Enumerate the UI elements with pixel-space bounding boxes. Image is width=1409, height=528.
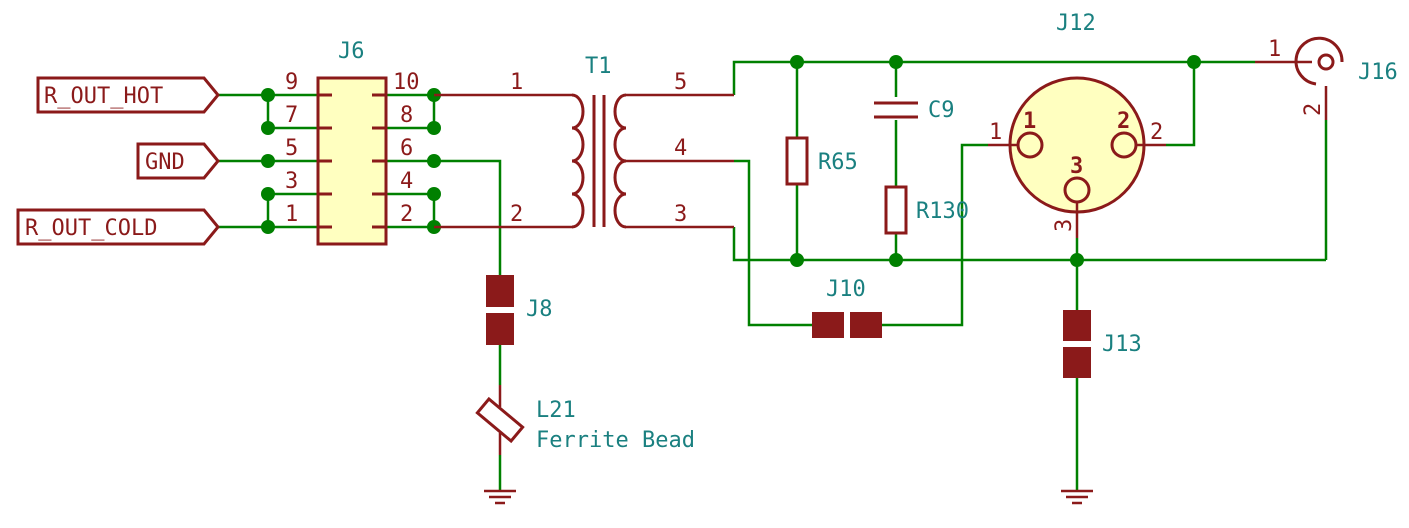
resistor-r130-body [884, 185, 908, 235]
ref-j6: J6 [338, 39, 365, 64]
jumper-j13-pad [1063, 347, 1091, 378]
junction-dot [427, 121, 441, 135]
coax-j16-center [1317, 53, 1335, 71]
transformer-t1-primary-leads [434, 93, 572, 229]
jumper-j13-pad [1063, 310, 1091, 341]
junction-dot [261, 121, 275, 135]
pin-number: 5 [285, 136, 298, 161]
ref-j8: J8 [526, 297, 553, 322]
junction-dot [261, 220, 275, 234]
pin-number: 5 [674, 70, 687, 95]
net-label-text: R_OUT_HOT [44, 84, 163, 109]
pin-number: 2 [1301, 103, 1326, 116]
jumper-j10-pad [812, 312, 844, 338]
net-label-text: GND [145, 150, 185, 175]
jumper-j10-pad [850, 312, 882, 338]
pin-number: 8 [400, 103, 413, 128]
junction-dot [261, 154, 275, 168]
junction-dot [261, 187, 275, 201]
connector-j6-pin-stubs [318, 93, 386, 229]
junction-dot [427, 154, 441, 168]
ref-r130: R130 [916, 199, 969, 224]
ref-j16: J16 [1358, 60, 1398, 85]
pin-number: 9 [285, 70, 298, 95]
ferrite-bead-l21: L21 Ferrite Bead [475, 385, 695, 455]
pin-number: 6 [400, 136, 413, 161]
pin-number: 3 [674, 202, 687, 227]
net-label-gnd: GND [136, 142, 220, 180]
junction-dot [1070, 253, 1084, 267]
pin-number: 7 [285, 103, 298, 128]
resistor-r65: R65 [785, 136, 858, 186]
connector-j6: J6 9 7 5 3 1 10 8 6 4 2 [285, 39, 420, 246]
jumper-j10: J10 [812, 277, 882, 338]
transformer-t1-primary-coil [571, 93, 585, 229]
resistor-r130: R130 [884, 185, 969, 235]
capacitor-c9: C9 [874, 98, 955, 123]
coax-j16-shield [1294, 36, 1344, 86]
pin-number: 10 [393, 70, 420, 95]
ref-r65: R65 [818, 150, 858, 175]
xlr-connector-j12: 1 2 3 1 2 3 J12 [988, 11, 1166, 238]
jumper-j8: J8 [486, 275, 553, 345]
junction-dot [889, 55, 903, 69]
junction-dot [790, 253, 804, 267]
pin-number: 2 [510, 202, 523, 227]
wires [218, 60, 1328, 490]
junctions [261, 55, 1201, 267]
ref-j13: J13 [1102, 332, 1142, 357]
ref-j12: J12 [1056, 11, 1096, 36]
xlr-j12-body [1008, 76, 1146, 214]
ref-t1: T1 [585, 54, 612, 79]
pin-number-inner: 3 [1070, 154, 1083, 179]
jumper-j8-pad [486, 275, 514, 307]
resistor-r65-body [785, 136, 809, 186]
pin-number: 4 [400, 169, 413, 194]
pin-number: 3 [285, 169, 298, 194]
ref-j10: J10 [826, 277, 866, 302]
junction-dot [261, 88, 275, 102]
jumper-j13: J13 [1063, 310, 1142, 378]
ref-l21: L21 [536, 398, 576, 423]
net-label-r-out-cold: R_OUT_COLD [16, 208, 220, 246]
junction-dot [889, 253, 903, 267]
pin-number: 4 [674, 136, 687, 161]
pin-number: 2 [400, 202, 413, 227]
junction-dot [427, 187, 441, 201]
transformer-t1-secondary-leads [626, 93, 734, 229]
pin-number: 3 [1052, 219, 1077, 232]
junction-dot [1187, 55, 1201, 69]
pin-number: 1 [989, 120, 1002, 145]
ferrite-bead-body [475, 396, 525, 444]
ground-symbol [1061, 489, 1093, 505]
ground-symbol [484, 489, 516, 505]
coax-connector-j16: 1 2 J16 [1255, 36, 1398, 120]
pin-number-inner: 1 [1023, 109, 1036, 134]
pin-number: 1 [1268, 37, 1281, 62]
pin-number: 2 [1150, 120, 1163, 145]
jumper-j8-pad [486, 313, 514, 345]
transformer-t1-secondary-coil [613, 93, 627, 229]
pin-number: 1 [285, 202, 298, 227]
pin-number: 1 [510, 70, 523, 95]
junction-dot [790, 55, 804, 69]
pin-number-inner: 2 [1117, 109, 1130, 134]
transformer-t1: T1 1 2 5 4 3 [434, 54, 734, 229]
ref-c9: C9 [928, 98, 955, 123]
net-label-r-out-hot: R_OUT_HOT [36, 76, 220, 114]
value-l21: Ferrite Bead [536, 428, 695, 453]
net-label-text: R_OUT_COLD [25, 216, 157, 241]
